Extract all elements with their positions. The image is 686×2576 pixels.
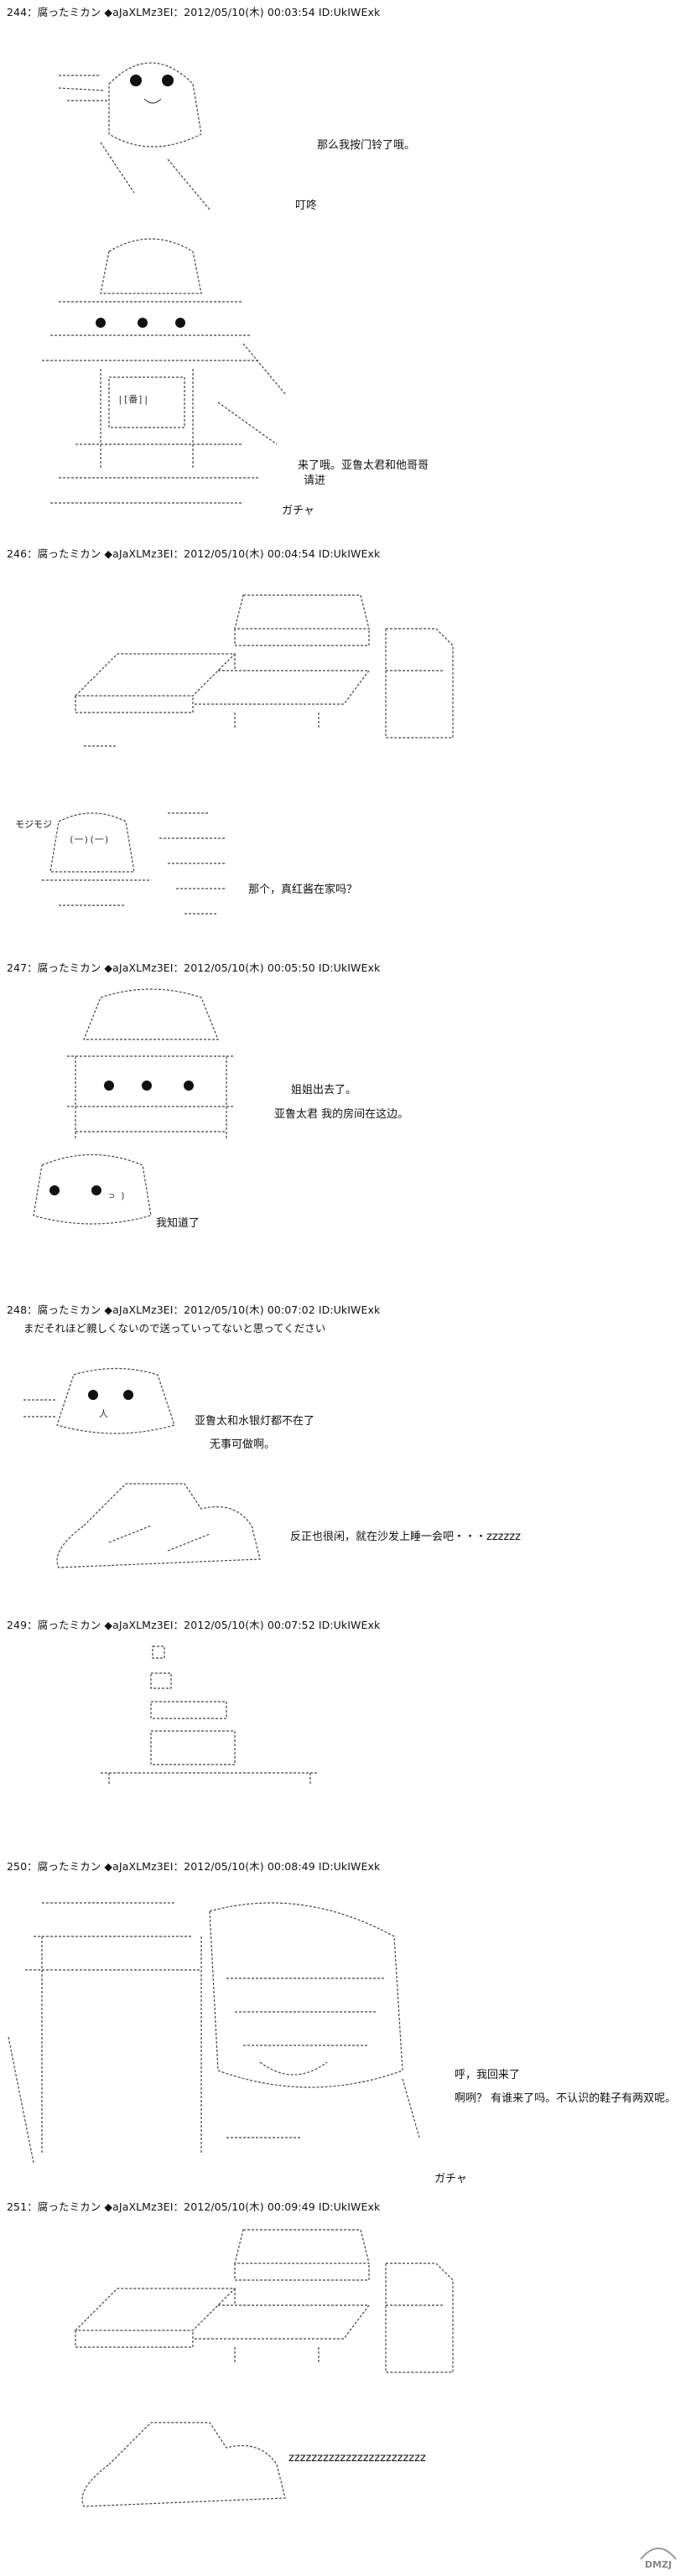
post-header-244: 244：腐ったミカン ◆aJaXLMz3EI：2012/05/10(木) 00:… <box>7 6 381 18</box>
two-characters-ascii-art: (一)(一) <box>42 812 226 915</box>
character-head-ascii-art <box>58 62 210 210</box>
watermark-logo: DMZJ <box>640 2547 677 2570</box>
living-room-ascii-art <box>74 2229 454 2373</box>
dialogue-line: 反正也很闲，就在沙发上睡一会吧・・・zzzzzz <box>290 1531 521 1543</box>
dialogue-line: 亚鲁太和水银灯都不在了 <box>195 1415 315 1428</box>
svg-text:人: 人 <box>99 1408 108 1419</box>
dialogue-line: 我知道了 <box>156 1217 200 1230</box>
dialogue-line: 呼，我回来了 <box>455 2069 521 2081</box>
svg-text:|[番]|: |[番]| <box>117 394 149 405</box>
dialogue-line: 无事可做啊。 <box>210 1438 276 1451</box>
sleeping-character-ascii-art <box>56 1483 261 1568</box>
dialogue-line: 姐姐出去了。 <box>291 1084 357 1096</box>
girl-character-ascii-art <box>67 988 235 1140</box>
post-header-247: 247：腐ったミカン ◆aJaXLMz3EI：2012/05/10(木) 00:… <box>7 961 381 974</box>
post-header-246: 246：腐ったミカン ◆aJaXLMz3EI：2012/05/10(木) 00:… <box>7 547 381 560</box>
living-room-ascii-art <box>74 594 454 747</box>
sleeping-character-ascii-art <box>81 2422 286 2507</box>
dialogue-line: 来了哦。亚鲁太君和他哥哥 <box>298 459 429 472</box>
svg-text:⊃ ): ⊃ ) <box>109 1190 126 1201</box>
dialogue-line: 叮咚 <box>295 200 318 212</box>
sound-effect: ガチャ <box>434 2173 467 2185</box>
dialogue-line: 请进 <box>304 474 326 487</box>
sound-effect: モジモジ <box>15 819 52 830</box>
post-header-251: 251：腐ったミカン ◆aJaXLMz3EI：2012/05/10(木) 00:… <box>7 2200 381 2213</box>
dialogue-line: 那么我按门铃了哦。 <box>317 139 416 152</box>
character-head-ascii-art: 人 <box>23 1367 175 1434</box>
svg-text:(一)(一): (一)(一) <box>69 834 110 845</box>
dialogue-line: ガチャ <box>282 505 314 517</box>
post-header-248: 248：腐ったミカン ◆aJaXLMz3EI：2012/05/10(木) 00:… <box>7 1304 381 1316</box>
dialogue-line: 亚鲁太君 我的房间在这边。 <box>274 1108 409 1121</box>
author-note: まだそれほど親しくないので送っていってないと思ってください <box>23 1322 326 1335</box>
svg-text:DMZJ: DMZJ <box>645 2559 672 2570</box>
girl-character-ascii-art: |[番]| <box>42 238 286 504</box>
dialogue-line: 那个，真红酱在家吗？ <box>248 884 358 896</box>
post-header-250: 250：腐ったミカン ◆aJaXLMz3EI：2012/05/10(木) 00:… <box>7 1860 381 1873</box>
doorway-character-ascii-art <box>8 1902 420 2164</box>
dialogue-line: 啊咧？ 有谁来了吗。不认识的鞋子有两双呢。 <box>455 2092 677 2105</box>
post-header-249: 249：腐ったミカン ◆aJaXLMz3EI：2012/05/10(木) 00:… <box>7 1619 381 1631</box>
room-object-ascii-art <box>101 1646 319 1786</box>
dialogue-line: zzzzzzzzzzzzzzzzzzzzzzzz <box>288 2452 426 2465</box>
character-head-ascii-art: ⊃ ) <box>33 1153 152 1225</box>
